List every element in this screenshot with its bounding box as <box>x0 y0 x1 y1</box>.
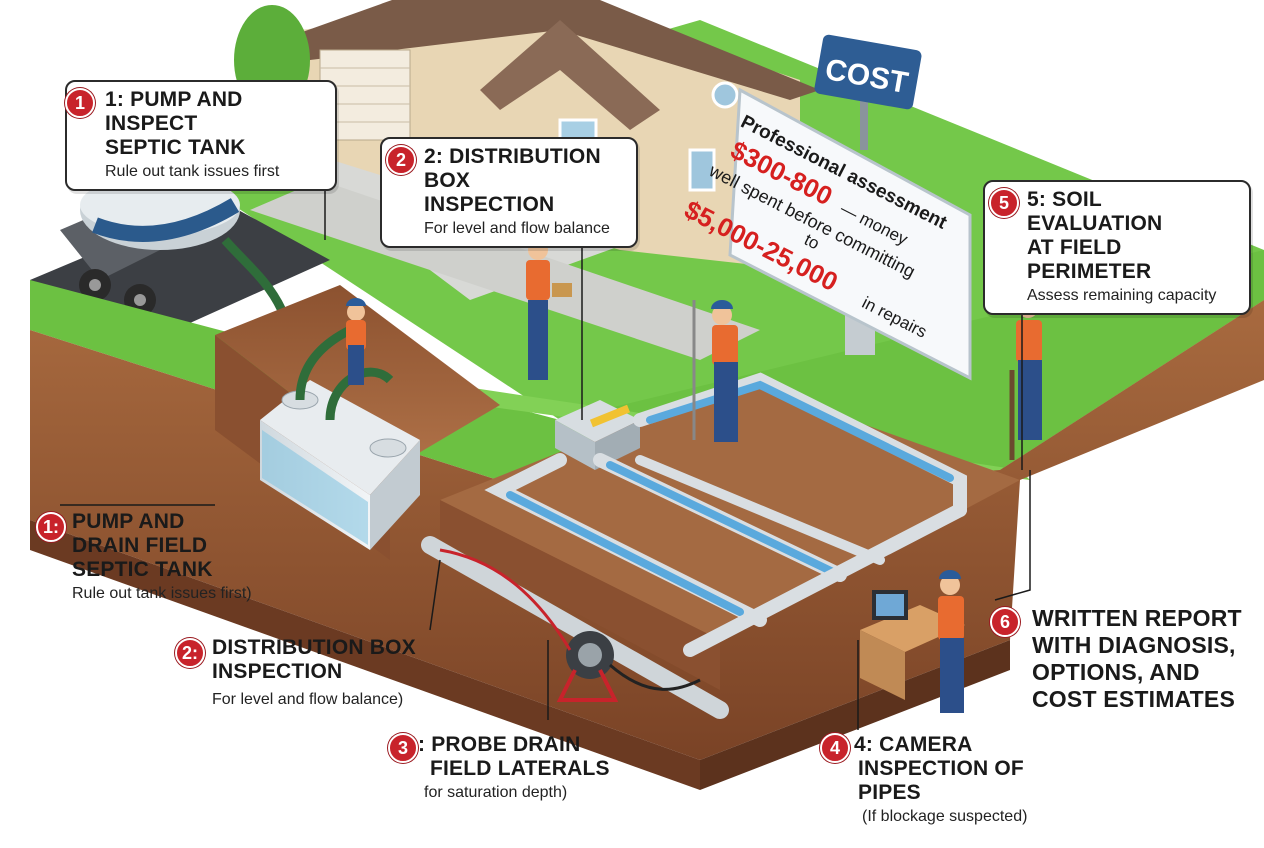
callout-3-subtitle: for saturation depth) <box>424 784 568 801</box>
callout-1-title-line1: 1: PUMP AND INSPECT <box>105 88 243 135</box>
callout-6-title-line1: WRITTEN REPORT <box>1032 605 1242 631</box>
callout-2l-title-line1: DISTRIBUTION BOX <box>212 636 416 659</box>
step-5-badge: 5 <box>989 188 1019 218</box>
step-1-left-badge: 1: <box>36 512 66 542</box>
callout-2l-subtitle: For level and flow balance) <box>212 691 404 708</box>
worker-tank <box>346 298 366 385</box>
callout-3-title-line2: FIELD LATERALS <box>430 757 610 780</box>
callout-camera-inspection: 4 4: CAMERA INSPECTION OF PIPES (If bloc… <box>820 733 1090 827</box>
callout-6-title-line2: WITH DIAGNOSIS, <box>1032 632 1236 658</box>
callout-2-subtitle: For level and flow balance <box>424 220 610 237</box>
callout-6-title-line4: COST ESTIMATES <box>1032 686 1235 712</box>
callout-3-title-line1: : PROBE DRAIN <box>418 733 581 756</box>
callout-distribution-box: 2 2: DISTRIBUTION BOX INSPECTION For lev… <box>380 137 638 248</box>
step-4-badge: 4 <box>820 733 850 763</box>
callout-5-title-line2: AT FIELD PERIMETER <box>1027 236 1152 283</box>
callout-4-subtitle: (If blockage suspected) <box>862 808 1028 825</box>
callout-5-title-line1: 5: SOIL EVALUATION <box>1027 188 1163 235</box>
callout-1-title-line2: SEPTIC TANK <box>105 136 246 159</box>
cost-sign: COST <box>814 34 922 150</box>
step-6-badge: 6 <box>990 607 1020 637</box>
callout-pump-drain-field: 1: PUMP AND DRAIN FIELD SEPTIC TANK Rule… <box>36 510 296 604</box>
callout-1l-title-line1: PUMP AND <box>72 510 185 533</box>
callout-probe-laterals: 3 : PROBE DRAIN FIELD LATERALS for satur… <box>388 733 618 803</box>
callout-4-title-line2: INSPECTION OF PIPES <box>858 757 1024 804</box>
callout-written-report: 6 WRITTEN REPORT WITH DIAGNOSIS, OPTIONS… <box>990 605 1250 713</box>
step-1-badge: 1 <box>65 88 95 118</box>
callout-distribution-box-left: 2: DISTRIBUTION BOX INSPECTION For level… <box>175 636 445 710</box>
worker-camera <box>938 570 964 713</box>
septic-tank <box>260 325 420 550</box>
worker-probe <box>692 300 738 442</box>
callout-6-title-line3: OPTIONS, AND <box>1032 659 1200 685</box>
callout-2-title-line2: INSPECTION <box>424 193 555 216</box>
callout-2-title-line1: 2: DISTRIBUTION BOX <box>424 145 601 192</box>
callout-4-title-line1: 4: CAMERA <box>854 733 973 756</box>
callout-1l-title-line3: SEPTIC TANK <box>72 558 213 581</box>
callout-1-subtitle: Rule out tank issues first <box>105 163 280 180</box>
callout-1l-title-line2: DRAIN FIELD <box>72 534 208 557</box>
assessment-billboard: Professional assessment $300-800 — money… <box>680 87 972 381</box>
camera-reel <box>439 548 701 702</box>
callout-2l-title-line2: INSPECTION <box>212 660 343 683</box>
step-2-left-badge: 2: <box>175 638 205 668</box>
callout-1l-subtitle: Rule out tank issues first) <box>72 585 252 602</box>
callout-pump-inspect-tank: 1 1: PUMP AND INSPECT SEPTIC TANK Rule o… <box>65 80 337 191</box>
step-2-badge: 2 <box>386 145 416 175</box>
step-3-badge: 3 <box>388 733 418 763</box>
callout-soil-evaluation: 5 5: SOIL EVALUATION AT FIELD PERIMETER … <box>983 180 1251 315</box>
callout-5-subtitle: Assess remaining capacity <box>1027 287 1217 304</box>
drain-field-laterals <box>421 372 967 719</box>
